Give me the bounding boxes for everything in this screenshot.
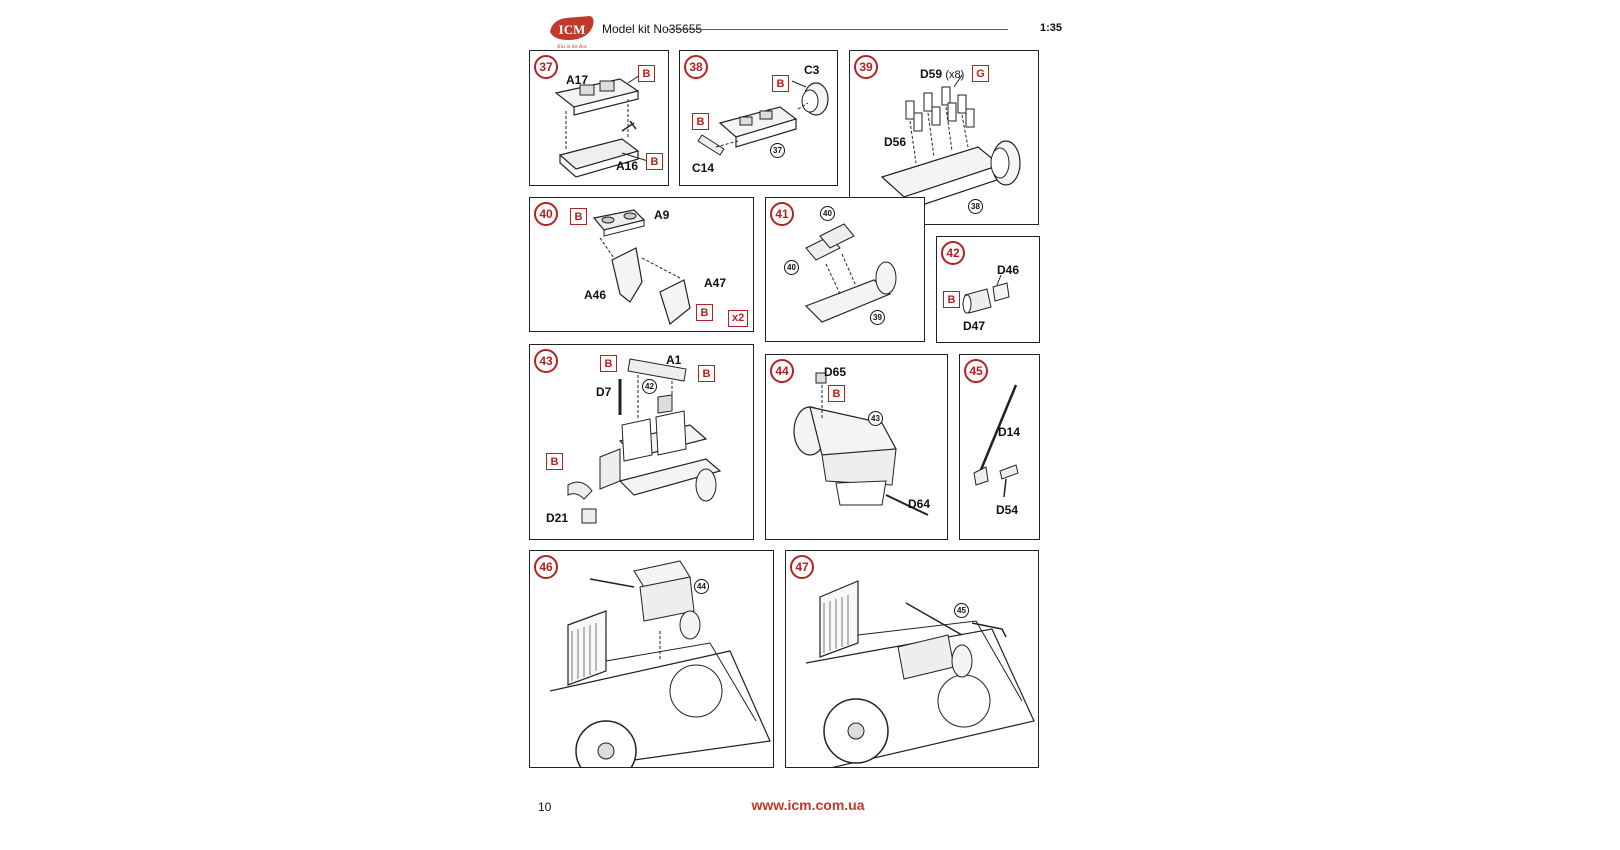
sprue-b: B xyxy=(646,153,663,170)
sprue-b: B xyxy=(692,113,709,130)
step-41-panel: 41 40 40 39 xyxy=(765,197,925,342)
step-number: 38 xyxy=(684,55,708,79)
sprue-b: B xyxy=(570,208,587,225)
ref-step-45: 45 xyxy=(954,603,969,618)
sprue-b: B xyxy=(696,304,713,321)
page-number: 10 xyxy=(538,800,552,814)
part-label-a47: A47 xyxy=(704,276,727,290)
step-number: 39 xyxy=(854,55,878,79)
step-38-drawing xyxy=(697,80,829,156)
sprue-b: B xyxy=(638,65,655,82)
part-label-d64: D64 xyxy=(908,497,931,511)
header-rule xyxy=(668,29,1008,30)
step-45-drawing xyxy=(973,384,1019,498)
step-37-drawing xyxy=(554,74,649,178)
ref-step-40: 40 xyxy=(784,260,799,275)
step-38-panel: 38 C3 C14 B B 37 xyxy=(679,50,838,186)
ref-step-44: 44 xyxy=(694,579,709,594)
step-number: 41 xyxy=(770,202,794,226)
scale-label: 1:35 xyxy=(1039,22,1062,34)
step-44-drawing xyxy=(793,372,929,516)
step-41-drawing xyxy=(804,223,897,323)
step-40-drawing xyxy=(592,209,691,326)
part-label-c14: C14 xyxy=(692,161,715,175)
part-label-a1: A1 xyxy=(666,353,682,367)
step-46-drawing xyxy=(549,560,771,767)
step-number: 47 xyxy=(790,555,814,579)
sprue-b: B xyxy=(600,355,617,372)
part-label-d21: D21 xyxy=(546,511,569,525)
instruction-page: ICM Kits in the Box Model kit No35655 1:… xyxy=(529,0,1078,850)
icm-logo: ICM Kits in the Box xyxy=(546,10,598,52)
step-43-drawing xyxy=(567,358,722,524)
website-link[interactable]: www.icm.com.ua xyxy=(751,797,865,813)
step-number: 44 xyxy=(770,359,794,383)
part-label-d56: D56 xyxy=(884,135,907,149)
kit-number: Model kit No35655 xyxy=(602,22,703,36)
step-number: 46 xyxy=(534,555,558,579)
part-label-c3: C3 xyxy=(804,63,820,77)
step-47-drawing xyxy=(805,580,1035,767)
step-number: 45 xyxy=(964,359,988,383)
sprue-b: B xyxy=(828,385,845,402)
part-label-d46: D46 xyxy=(997,263,1020,277)
ref-step-37: 37 xyxy=(770,143,785,158)
sprue-b: B xyxy=(943,291,960,308)
step-46-panel: 46 44 xyxy=(529,550,774,768)
sprue-b: B xyxy=(698,365,715,382)
step-42-drawing xyxy=(962,274,1010,314)
step-45-panel: 45 D14 D54 xyxy=(959,354,1040,540)
step-37-panel: 37 A17 A16 B B xyxy=(529,50,669,186)
part-label-d54: D54 xyxy=(996,503,1019,517)
ref-step-39: 39 xyxy=(870,310,885,325)
multiplier-badge: x2 xyxy=(728,310,749,327)
part-label-d14: D14 xyxy=(998,425,1021,439)
part-label-a17: A17 xyxy=(566,73,589,87)
step-number: 40 xyxy=(534,202,558,226)
sprue-b: B xyxy=(546,453,563,470)
step-40-panel: 40 A9 A47 A46 B B x2 xyxy=(529,197,754,332)
part-label-d7: D7 xyxy=(596,385,612,399)
ref-step-43: 43 xyxy=(868,411,883,426)
part-label-d47: D47 xyxy=(963,319,986,333)
slogan-text: Kits in the Box xyxy=(556,45,587,50)
part-label-a9: A9 xyxy=(654,208,670,222)
step-number: 43 xyxy=(534,349,558,373)
ref-step-42: 42 xyxy=(642,379,657,394)
ref-step-40: 40 xyxy=(820,206,835,221)
part-label-d65: D65 xyxy=(824,365,847,379)
ref-step-38: 38 xyxy=(968,199,983,214)
step-number: 42 xyxy=(941,241,965,265)
step-number: 37 xyxy=(534,55,558,79)
sprue-b: B xyxy=(772,75,789,92)
sprue-g: G xyxy=(972,65,989,82)
part-label-d59: D59 (x8) xyxy=(920,67,965,81)
brand-text: ICM xyxy=(559,22,586,37)
step-39-panel: 39 D59 (x8) D56 G 38 xyxy=(849,50,1039,225)
step-39-drawing xyxy=(880,74,1021,212)
part-label-a46: A46 xyxy=(584,288,607,302)
step-42-panel: 42 D46 D47 B xyxy=(936,236,1040,343)
part-label-a16: A16 xyxy=(616,159,639,173)
step-43-panel: 43 A1 D7 D21 B B B 42 xyxy=(529,344,754,540)
step-44-panel: 44 D65 D64 B 43 xyxy=(765,354,948,540)
step-47-panel: 47 45 xyxy=(785,550,1039,768)
